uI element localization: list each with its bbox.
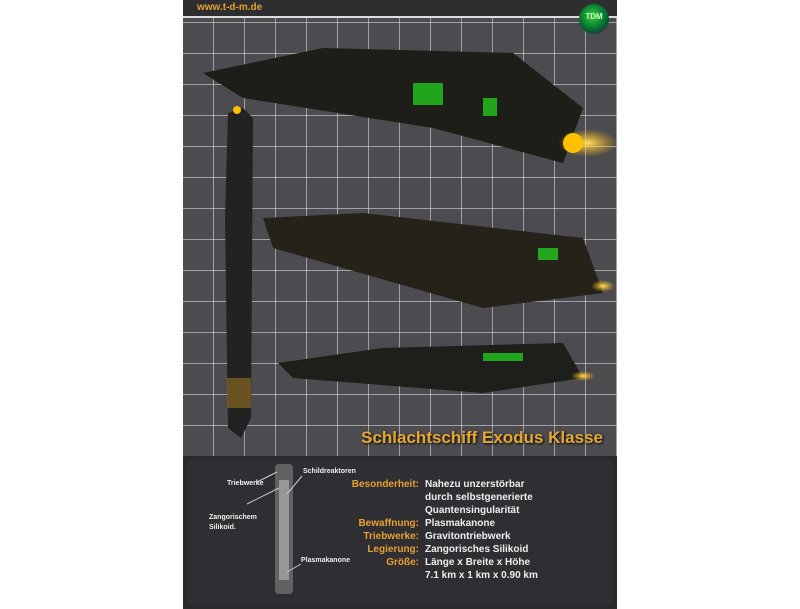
tdm-logo: TDM [579, 4, 609, 34]
ship-view-vertical [225, 106, 253, 438]
poster: www.t-d-m.de TDM Schlachtschiff Exodus K… [183, 0, 617, 609]
ship-view-side [263, 213, 615, 308]
label-alloy-1: Zangorischem [209, 514, 257, 521]
ship-views: Schlachtschiff Exodus Klasse [183, 18, 617, 456]
label-cannon: Plasmakanone [301, 557, 351, 564]
ship-view-bottom [278, 343, 595, 393]
label-engines: Triebwerke [227, 480, 264, 487]
ship-renders [203, 48, 617, 438]
spec-row: Legierung:Zangorisches Silikoid [367, 544, 529, 555]
info-panel: Triebwerke Schildreaktoren Zangorischem … [187, 460, 613, 604]
header-bar: www.t-d-m.de [183, 0, 617, 18]
label-shield: Schildreaktoren [303, 468, 356, 475]
site-url[interactable]: www.t-d-m.de [197, 2, 263, 13]
ship-view-top-perspective [203, 48, 617, 163]
spec-row: Triebwerke:Gravitontriebwerk [363, 531, 511, 542]
spec-row: Bewaffnung:Plasmakanone [358, 518, 496, 529]
ship-schematic [246, 464, 303, 594]
ship-title: Schlachtschiff Exodus Klasse [361, 428, 603, 447]
label-alloy-2: Silikoid. [209, 524, 236, 531]
